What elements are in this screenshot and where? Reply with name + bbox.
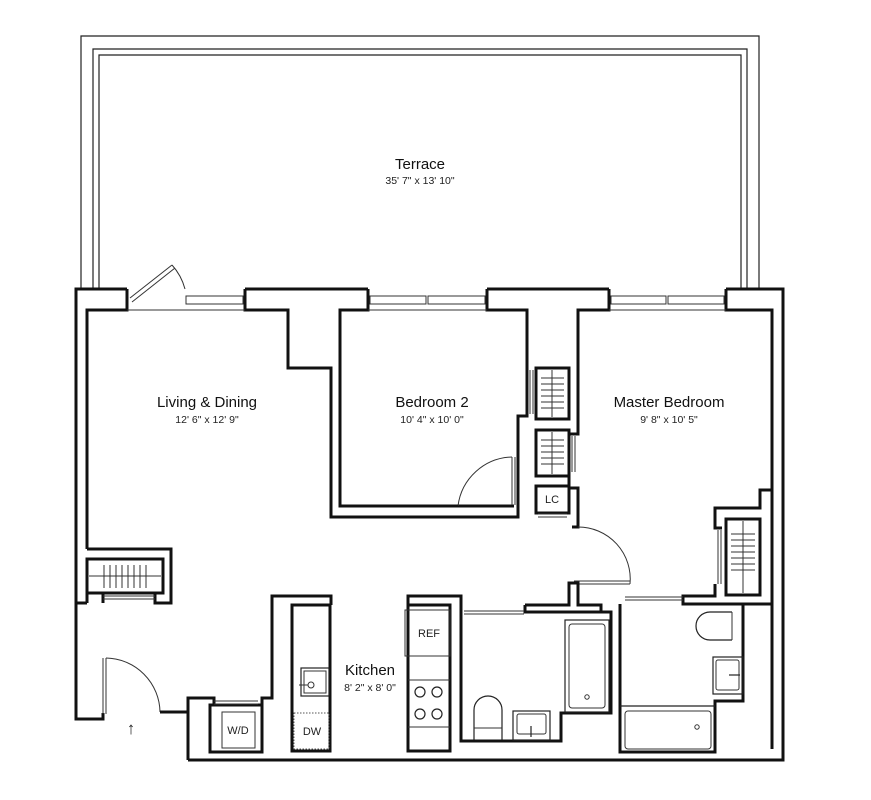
entry-arrow-icon: ↑ <box>127 719 136 738</box>
bathroom-1 <box>459 581 613 743</box>
refrigerator-label: REF <box>418 628 440 640</box>
living-dining-label: Living & Dining <box>157 394 257 411</box>
kitchen-label: Kitchen <box>345 662 395 679</box>
kitchen: DW Kitchen 8' 2" x 8' 0" REF <box>188 594 783 762</box>
master-closet <box>681 488 772 606</box>
washer-dryer-closet: W/D <box>186 594 292 754</box>
dishwasher-label: DW <box>303 726 322 738</box>
bathroom-2 <box>618 596 745 754</box>
terrace: Terrace 35' 7" x 13' 10" <box>80 35 760 289</box>
living-dining-dimensions: 12' 6" x 12' 9" <box>175 414 239 426</box>
master-bedroom-door[interactable] <box>574 526 631 585</box>
washer-dryer-label: W/D <box>227 725 248 737</box>
master-bedroom-dimensions: 9' 8" x 10' 5" <box>640 414 698 426</box>
master-bedroom-label: Master Bedroom <box>614 394 725 411</box>
coat-closet <box>76 547 173 605</box>
exterior-walls <box>74 264 785 762</box>
bedroom-closets: LC <box>516 361 580 529</box>
bedroom2-dimensions: 10' 4" x 10' 0" <box>400 414 464 426</box>
linen-closet-label: LC <box>545 494 559 506</box>
terrace-label: Terrace <box>395 156 445 173</box>
kitchen-dimensions: 8' 2" x 8' 0" <box>344 682 396 694</box>
bedroom2-door[interactable] <box>457 456 516 507</box>
bedroom2-label: Bedroom 2 <box>395 394 468 411</box>
terrace-dimensions: 35' 7" x 13' 10" <box>385 175 455 187</box>
